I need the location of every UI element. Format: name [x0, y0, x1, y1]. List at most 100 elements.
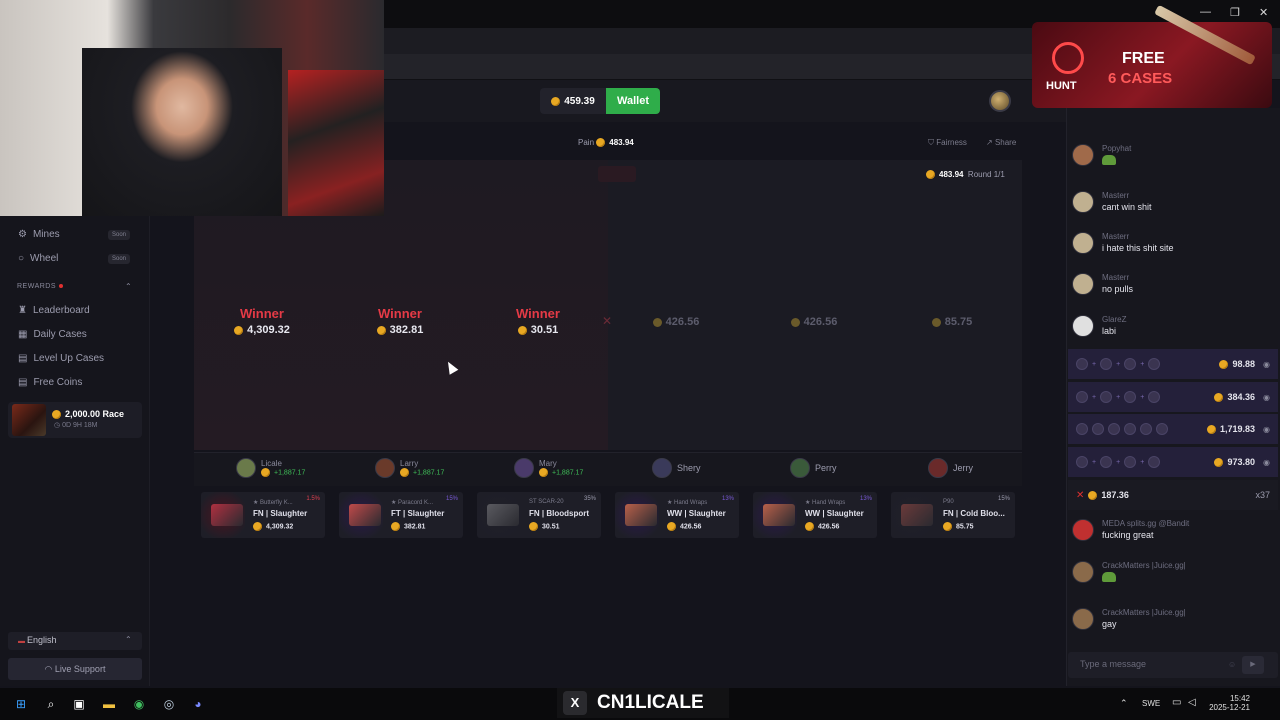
sidebar-item-daily-cases[interactable]: ▦Daily Cases — [18, 329, 87, 340]
item-weapon: ★ Hand Wraps — [667, 500, 708, 506]
steam-icon[interactable]: ◎ — [163, 697, 175, 711]
chat-username[interactable]: Popyhat — [1102, 144, 1132, 153]
sidebar-item-free-coins[interactable]: ▤Free Coins — [18, 377, 83, 388]
minimize-icon[interactable]: — — [1200, 6, 1211, 18]
coin-icon — [517, 325, 527, 335]
slot-value: 85.75 — [892, 316, 1012, 328]
chat-avatar[interactable] — [1072, 232, 1094, 254]
level-icon: ▤ — [18, 353, 28, 364]
participant-avatar — [1148, 456, 1161, 468]
slot-value: 426.56 — [754, 316, 874, 328]
user-avatar[interactable] — [989, 90, 1011, 112]
volume-icon[interactable]: ◁ — [1188, 697, 1196, 708]
chat-avatar[interactable] — [1072, 144, 1094, 166]
sidebar-item-level-up-cases[interactable]: ▤Level Up Cases — [18, 353, 105, 364]
item-skin: WW | Slaughter — [805, 509, 864, 518]
chat-username[interactable]: Masterr — [1102, 273, 1130, 282]
x-logo-icon: X — [563, 691, 587, 715]
chat-username[interactable]: Masterr — [1102, 191, 1130, 200]
balance-display[interactable]: 459.39 — [540, 88, 606, 114]
chat-avatar[interactable] — [1072, 315, 1094, 337]
player-slot[interactable]: Larry+1,887.17 — [375, 458, 513, 478]
search-icon[interactable]: ⌕ — [47, 697, 55, 711]
item-odds: 13% — [859, 496, 872, 502]
chat-username[interactable]: MEDA splits.gg @Bandit — [1102, 519, 1190, 528]
item-weapon: ST SCAR-20 — [529, 499, 564, 505]
item-odds: 13% — [721, 496, 734, 502]
chat-avatar[interactable] — [1072, 191, 1094, 213]
player-slot[interactable]: Perry — [790, 458, 928, 478]
chat-username[interactable]: CrackMatters |Juice.gg| — [1102, 608, 1186, 617]
eye-icon[interactable]: ◉ — [1263, 424, 1270, 434]
task-view-icon[interactable]: ▣ — [73, 697, 85, 711]
network-icon[interactable]: ▭ — [1172, 697, 1182, 708]
chat-avatar[interactable] — [1072, 608, 1094, 630]
item-price: 4,309.32 — [253, 522, 293, 531]
chevron-up-icon[interactable]: ⌃ — [125, 635, 132, 644]
file-explorer-icon[interactable]: ▬ — [103, 697, 115, 711]
live-battle-row[interactable]: +++98.88◉ — [1068, 349, 1278, 379]
coin-icon — [790, 317, 800, 327]
tray-chevron-icon[interactable]: ⌃ — [1120, 698, 1128, 708]
chat-username[interactable]: CrackMatters |Juice.gg| — [1102, 561, 1186, 570]
keyboard-language[interactable]: SWE — [1142, 699, 1161, 708]
share-link[interactable]: ↗ Share — [986, 138, 1017, 147]
language-selector[interactable]: ▬ English — [8, 632, 142, 650]
promo-cases-text: 6 CASES — [1108, 70, 1173, 87]
battle-multiplier: x37 — [1255, 490, 1270, 500]
player-slot[interactable]: Shery — [652, 458, 790, 478]
sidebar-item-mines[interactable]: ⚙Mines — [18, 229, 60, 240]
discord-icon[interactable]: ◕ — [194, 697, 202, 711]
chrome-icon[interactable]: ◉ — [133, 697, 145, 711]
chat-avatar[interactable] — [1072, 561, 1094, 583]
item-weapon: ★ Butterfly K... — [253, 500, 293, 506]
send-button[interactable]: ▶ — [1242, 656, 1264, 674]
player-slot[interactable]: Jerry — [928, 458, 1066, 478]
chat-username[interactable]: GlareZ — [1102, 315, 1127, 324]
chat-avatar[interactable] — [1072, 273, 1094, 295]
sidebar-item-leaderboard[interactable]: ♜Leaderboard — [18, 305, 90, 316]
maximize-icon[interactable]: ❐ — [1230, 7, 1240, 19]
chat-username[interactable]: Masterr — [1102, 232, 1130, 241]
eye-icon[interactable]: ◉ — [1263, 392, 1270, 402]
live-battle-row[interactable]: 1,719.83◉ — [1068, 414, 1278, 444]
windows-start-icon[interactable]: ⊞ — [15, 697, 27, 711]
sidebar-item-wheel[interactable]: ○Wheel — [18, 253, 59, 264]
coin-icon — [529, 522, 538, 531]
emoji-icon[interactable]: ☺ — [1228, 660, 1237, 669]
eye-icon[interactable]: ◉ — [1263, 359, 1270, 369]
chat-avatar[interactable] — [1072, 519, 1094, 541]
close-icon[interactable]: ✕ — [1259, 7, 1269, 19]
coin-icon — [931, 317, 941, 327]
close-icon: ✕ — [1076, 489, 1085, 501]
eye-icon[interactable]: ◉ — [1263, 457, 1270, 467]
wallet-button[interactable]: Wallet — [606, 88, 660, 114]
chat-text: labi — [1102, 326, 1117, 336]
coin-icon — [652, 317, 662, 327]
rewards-heading[interactable]: REWARDS — [17, 283, 64, 290]
coin-icon — [52, 410, 61, 420]
coin-icon — [805, 522, 814, 531]
player-slot[interactable]: Licale+1,887.17 — [236, 458, 374, 478]
chat-text: gay — [1102, 619, 1117, 629]
live-support-button[interactable]: ◠ Live Support — [8, 658, 142, 680]
player-slot[interactable]: Mary+1,887.17 — [514, 458, 652, 478]
item-image — [349, 504, 381, 526]
fairness-link[interactable]: ⛉ Fairness — [928, 138, 967, 147]
chevron-up-icon[interactable]: ⌃ — [125, 282, 132, 291]
participant-avatar — [1148, 391, 1161, 403]
live-battle-row[interactable]: +++973.80◉ — [1068, 447, 1278, 477]
soon-badge: Soon — [108, 230, 131, 240]
item-skin: FN | Slaughter — [253, 509, 308, 518]
live-battle-row[interactable]: +++384.36◉ — [1068, 382, 1278, 412]
coin-icon — [1088, 491, 1098, 501]
